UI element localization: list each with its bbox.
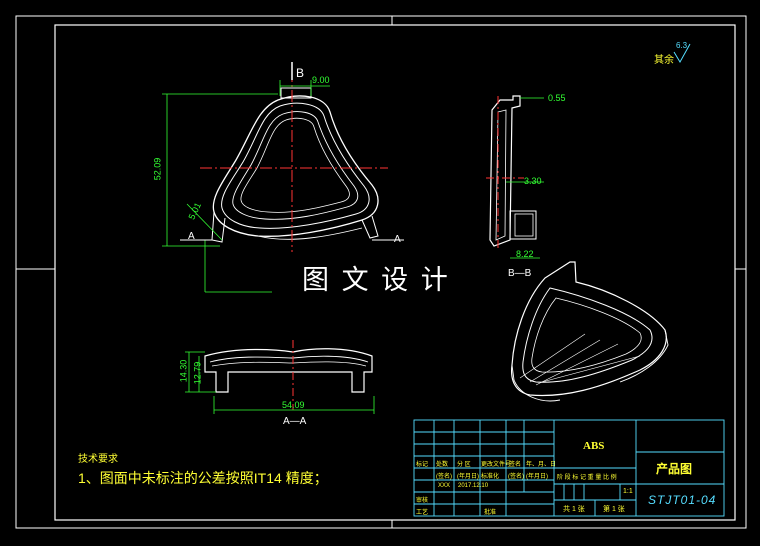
scale-text: 1:1	[623, 488, 633, 495]
front-view-width-dim: 54.09	[282, 400, 305, 410]
tech-req-item-1: 1、图面中未标注的公差按照IT14 精度；	[78, 470, 328, 486]
approve-text: 批准	[484, 510, 497, 516]
stage-labels-text: 阶 段 标 记 重 量 比 例	[557, 475, 617, 481]
front-view	[185, 340, 375, 414]
surface-note-label: 其余	[654, 55, 674, 66]
surface-note-value: 6.3	[676, 41, 688, 50]
row-label-0: 标记	[416, 462, 429, 468]
row-value-1: (年月日)	[457, 474, 479, 480]
section-label-b: B	[296, 66, 305, 80]
process-text: 工艺	[416, 510, 429, 516]
watermark-text: 图 文 设 计	[302, 265, 450, 296]
drawing-number-text: STJT01-04	[648, 493, 717, 507]
surface-finish-symbol	[673, 43, 691, 63]
row-value-4: (年月日)	[526, 474, 548, 480]
top-view-height-dim: 52.09	[152, 157, 163, 181]
title-block-lines	[413, 419, 725, 517]
row-label-3: 更改文件号	[481, 462, 512, 468]
section-label-a-right: A	[394, 234, 401, 245]
row-label-5: 年、月、日	[526, 462, 557, 468]
top-view-width-dim: 9.00	[312, 75, 330, 85]
side-view-mid-dim: 3.30	[524, 176, 542, 186]
date-text: 2017.12.10	[458, 483, 489, 489]
row-value-0: (签名)	[436, 474, 452, 480]
isometric-view	[510, 261, 669, 402]
inner-border	[54, 24, 736, 521]
material-text: ABS	[583, 440, 605, 452]
tech-req-title: 技术要求	[78, 454, 118, 465]
review-text: 审核	[416, 498, 429, 504]
front-view-inner-dim: 12.79	[192, 361, 203, 385]
section-b-title: B—B	[508, 268, 532, 279]
outer-border	[15, 15, 747, 529]
row-value-2: 标准化	[481, 474, 500, 480]
designer-text: XXX	[438, 483, 451, 489]
product-name-text: 产品图	[656, 462, 693, 476]
row-label-1: 处数	[436, 462, 449, 468]
front-view-outer-dim: 14.30	[178, 359, 189, 383]
top-view	[162, 62, 404, 293]
side-view	[486, 95, 544, 259]
side-view-bottom-dim: 8.22	[516, 249, 534, 259]
sheet-total-text: 共 1 张	[563, 506, 585, 513]
sheet-no-text: 第 1 张	[603, 506, 625, 513]
row-label-2: 分 区	[457, 462, 471, 468]
row-value-3: (签名)	[508, 474, 524, 480]
side-view-top-dim: 0.55	[548, 93, 566, 103]
row-label-4: 签名	[509, 462, 522, 468]
section-label-a-left: A	[188, 231, 195, 242]
section-a-title: A—A	[283, 416, 307, 427]
